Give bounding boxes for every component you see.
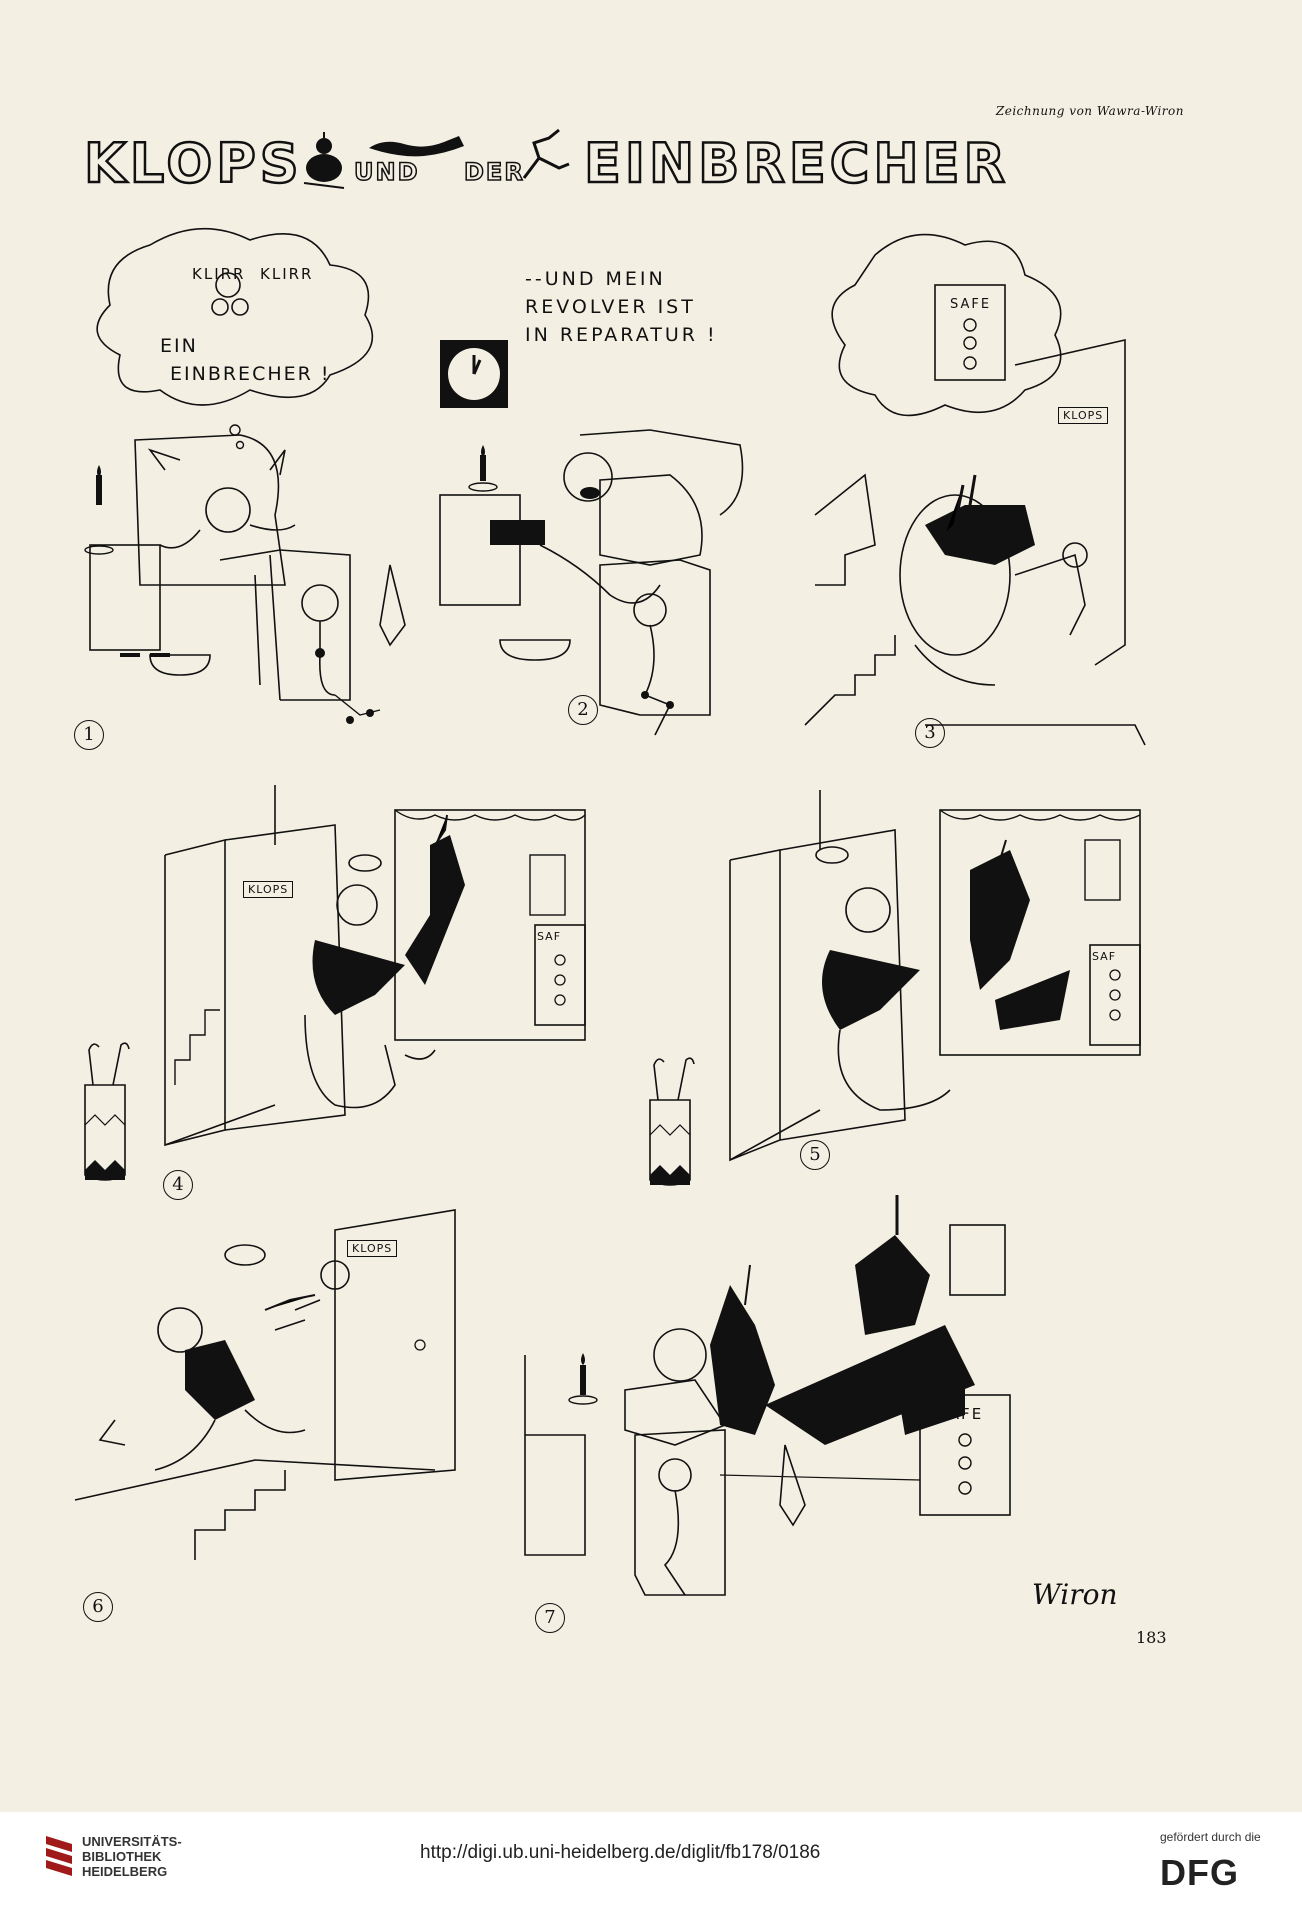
panel-4-drawing xyxy=(84,785,586,1181)
panel-5-drawing xyxy=(649,790,1141,1186)
permalink-url[interactable]: http://digi.ub.uni-heidelberg.de/diglit/… xyxy=(420,1842,821,1863)
panel-2: --UND MEIN REVOLVER IST IN REPARATUR ! 2 xyxy=(439,265,820,755)
library-name-line-1: UNIVERSITÄTS- xyxy=(82,1834,182,1849)
panel-7-drawing xyxy=(524,1195,1011,1596)
funded-by-label: gefördert durch die xyxy=(1160,1830,1261,1844)
panel-7-safe-label: SAFE xyxy=(937,1405,984,1423)
burglar-figure-icon xyxy=(522,128,570,179)
klops-figure-icon xyxy=(303,132,345,189)
panel-3-door-sign: KLOPS xyxy=(1058,407,1109,424)
panel-3-drawing xyxy=(804,233,1146,746)
panel-1-klirr-1: KLIRR xyxy=(192,265,246,283)
panel-1-ein: EIN xyxy=(160,335,198,357)
library-name-line-3: HEIDELBERG xyxy=(82,1864,168,1879)
panel-4-safe-label: SAF xyxy=(537,930,562,943)
library-name-line-2: BIBLIOTHEK xyxy=(82,1849,162,1864)
artist-credit: Zeichnung von Wawra-Wiron xyxy=(995,104,1184,118)
panel-6-drawing xyxy=(74,1209,456,1560)
panel-5: SAF 5 xyxy=(649,790,1170,1205)
panel-3-safe-label: SAFE xyxy=(950,297,992,312)
panel-3-number: 3 xyxy=(915,718,945,748)
panel-1-klirr-2: KLIRR xyxy=(260,265,314,283)
title-einbrecher: EINBRECHER xyxy=(583,131,1010,197)
panel-7: SAFE 7 xyxy=(524,1195,1125,1633)
scanned-page: Zeichnung von Wawra-Wiron KLOPS UND DER … xyxy=(74,104,1184,1647)
panel-6-number: 6 xyxy=(83,1592,113,1622)
panel-1-number: 1 xyxy=(74,720,104,750)
footer-bar: UNIVERSITÄTS- BIBLIOTHEK HEIDELBERG http… xyxy=(0,1812,1302,1905)
panel-1: KLIRR KLIRR EIN EINBRECHER ! 1 xyxy=(74,225,440,755)
panel-5-number: 5 xyxy=(800,1140,830,1170)
title-der: DER xyxy=(463,157,525,187)
title-klops: KLOPS xyxy=(83,131,303,197)
library-name: UNIVERSITÄTS- BIBLIOTHEK HEIDELBERG xyxy=(82,1834,182,1879)
panel-4-number: 4 xyxy=(163,1170,193,1200)
panel-6: KLOPS 6 xyxy=(74,1200,475,1630)
comic-title: KLOPS UND DER EINBRECHER xyxy=(83,128,1184,208)
panel-2-number: 2 xyxy=(568,695,598,725)
title-und: UND xyxy=(353,157,420,187)
page-number: 183 xyxy=(1136,1628,1167,1647)
panel-4-door-sign: KLOPS xyxy=(243,881,294,898)
artist-signature: Wiron xyxy=(1032,1578,1118,1611)
panel-1-drawing xyxy=(84,227,406,724)
dog-figure-icon xyxy=(369,136,464,157)
panel-5-safe-label: SAF xyxy=(1092,950,1117,963)
panel-3: SAFE KLOPS 3 xyxy=(804,225,1155,755)
panel-2-drawing xyxy=(439,340,744,736)
dfg-logo: DFG xyxy=(1160,1852,1239,1893)
panel-4: KLOPS SAF 4 xyxy=(75,785,635,1205)
panel-2-caption: --UND MEIN REVOLVER IST IN REPARATUR ! xyxy=(525,268,718,346)
university-logo-icon xyxy=(46,1836,72,1876)
panel-6-door-sign: KLOPS xyxy=(347,1240,398,1257)
panel-1-einbrecher: EINBRECHER ! xyxy=(170,363,331,385)
panel-7-number: 7 xyxy=(535,1603,565,1633)
